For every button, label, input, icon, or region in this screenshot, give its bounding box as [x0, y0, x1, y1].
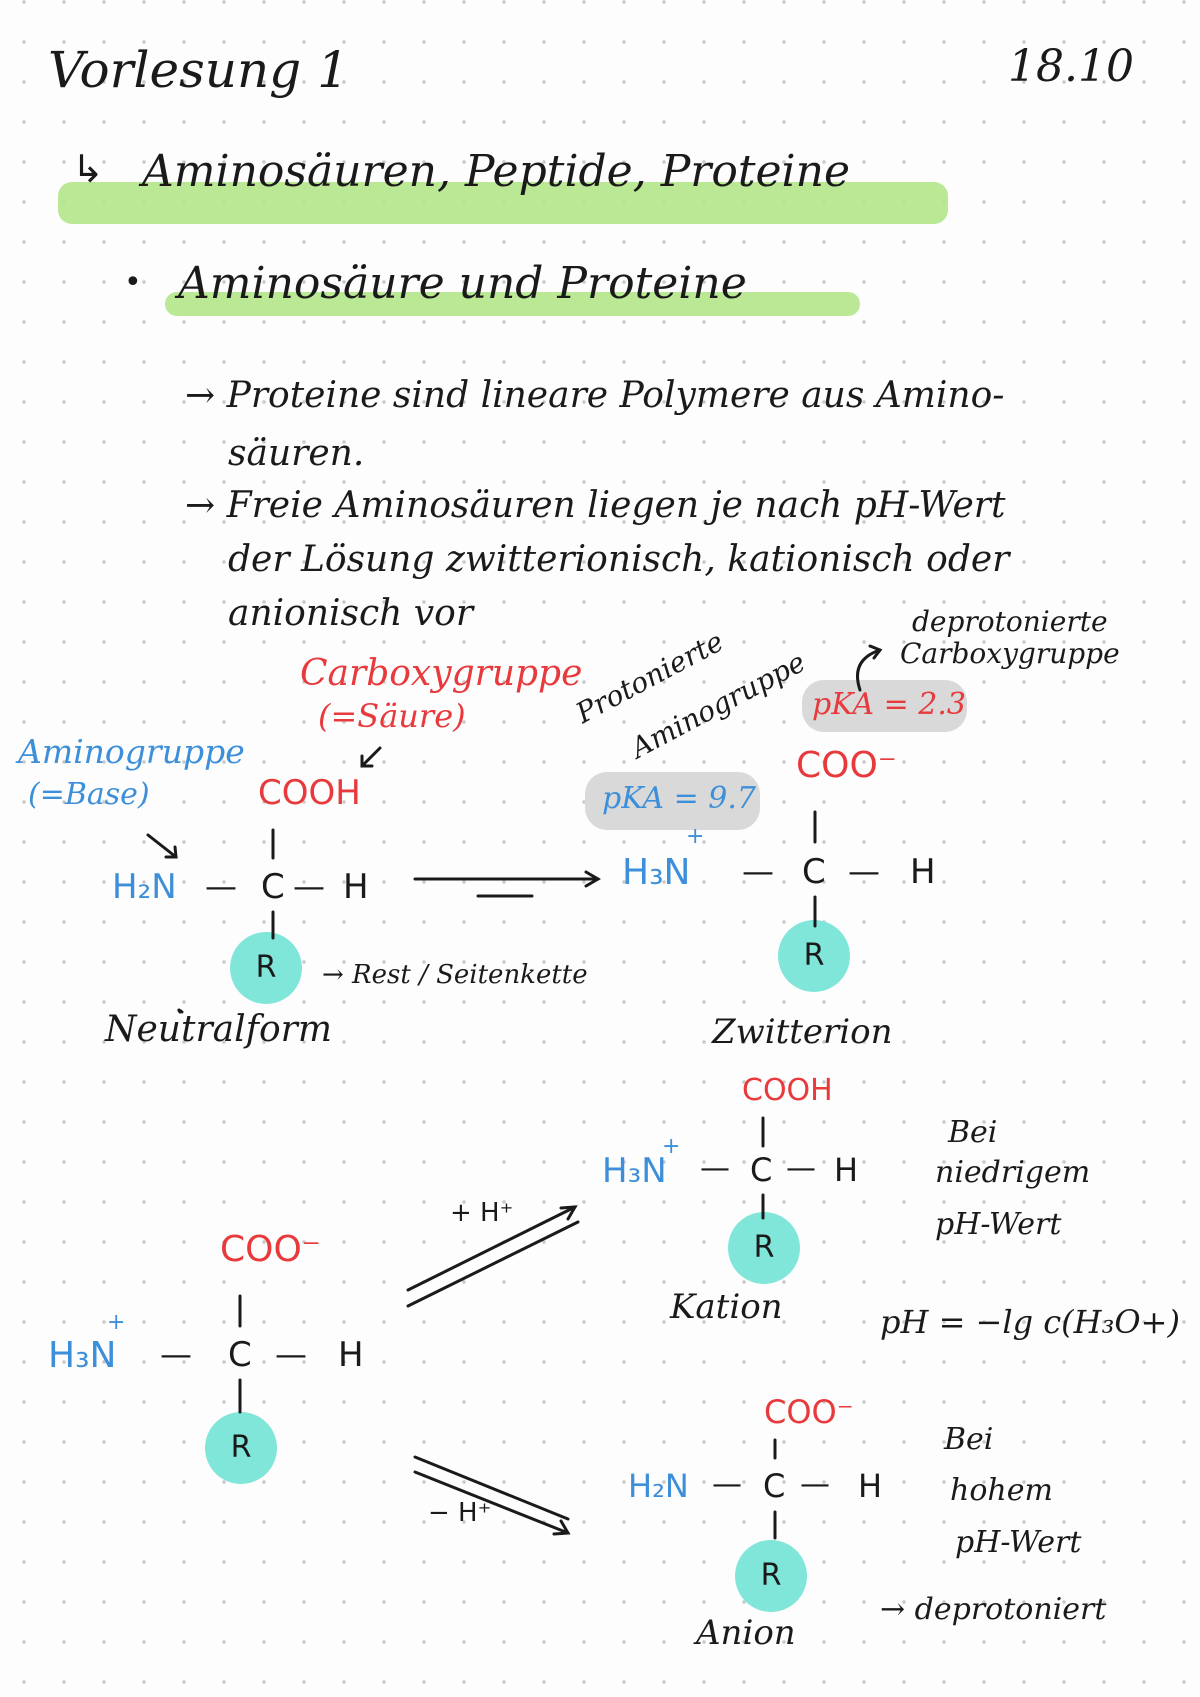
cation-cooh: COOH: [742, 1073, 833, 1108]
cation-hydrogen: H: [834, 1151, 859, 1189]
neutral-h2n: H₂N: [112, 867, 177, 907]
note-line-4: der Lösung zwitterionisch, kationisch od…: [228, 539, 1010, 580]
cation-h3n: H₃N: [602, 1151, 667, 1191]
anion-carbon: C: [763, 1467, 786, 1505]
base-plus: +: [107, 1310, 126, 1335]
cation-carbon: C: [750, 1151, 773, 1189]
base-coo: COO⁻: [220, 1229, 321, 1270]
add-proton-label: + H⁺: [450, 1198, 514, 1228]
zwitter-dash-2: —: [848, 852, 880, 890]
cation-r: R: [753, 1230, 775, 1265]
base-r: R: [230, 1430, 252, 1465]
zwitterion-name: Zwitterion: [712, 1012, 893, 1052]
zwitter-plus: +: [686, 824, 705, 849]
cation-dash-2: —: [786, 1151, 816, 1186]
note-line-3: → Freie Aminosäuren liegen je nach pH-We…: [185, 485, 1006, 526]
topic-highlight: [58, 182, 948, 224]
zwitter-coo: COO⁻: [796, 745, 897, 786]
deprotonated-carboxy-label-2: Carboxygruppe: [900, 637, 1120, 670]
r-circle-anion: [735, 1540, 807, 1612]
zwitter-r: R: [803, 938, 825, 973]
note-line-2: säuren.: [228, 433, 365, 474]
amino-group-sub: (=Base): [28, 777, 150, 812]
pka-amino-highlight: [585, 772, 760, 830]
cation-dash-1: —: [700, 1151, 730, 1186]
carboxy-group-label: Carboxygruppe: [300, 653, 583, 694]
zwitter-hydrogen: H: [910, 852, 936, 892]
topic-arrow-icon: ↳: [72, 147, 104, 191]
cation-name: Kation: [670, 1287, 783, 1327]
neutral-dash-2: —: [293, 867, 325, 905]
remove-proton-label: − H⁺: [428, 1498, 492, 1528]
r-circle-cation: [728, 1212, 800, 1284]
amino-group-label: Aminogruppe: [18, 732, 245, 771]
base-carbon: C: [228, 1335, 252, 1375]
r-circle-zwitter: [778, 920, 850, 992]
base-hydrogen: H: [338, 1335, 364, 1375]
neutral-rest-note: → Rest / Seitenkette: [322, 960, 588, 990]
neutral-carbon: C: [261, 867, 285, 907]
anion-note-1: Bei: [944, 1422, 994, 1457]
anion-dash-1: —: [712, 1467, 742, 1502]
cation-note-3: pH-Wert: [935, 1207, 1062, 1242]
anion-coo: COO⁻: [764, 1393, 854, 1431]
anion-deprotonated-note: → deprotoniert: [880, 1592, 1107, 1627]
note-line-5: anionisch vor: [228, 593, 474, 634]
anion-note-3: pH-Wert: [955, 1525, 1082, 1560]
section-bullet: •: [124, 265, 142, 300]
lecture-title: Vorlesung 1: [48, 41, 349, 99]
pka-carboxy: pKA = 2.3: [812, 687, 966, 722]
cation-plus: +: [662, 1134, 681, 1159]
anion-dash-2: —: [800, 1467, 830, 1502]
base-h3n: H₃N: [48, 1335, 117, 1376]
topic-title: Aminosäuren, Peptide, Proteine: [142, 146, 850, 197]
anion-note-2: hohem: [950, 1473, 1053, 1508]
zwitter-dash-1: —: [742, 852, 774, 890]
base-dash-1: —: [160, 1335, 192, 1373]
pka-carboxy-highlight: [802, 680, 967, 732]
zwitter-carbon: C: [802, 852, 826, 892]
zwitter-h3n: H₃N: [622, 852, 691, 893]
neutral-r: R: [255, 950, 277, 985]
base-dash-2: —: [275, 1335, 307, 1373]
cation-note-1: Bei: [948, 1115, 998, 1150]
neutral-form-name: Neutralform: [105, 1009, 332, 1050]
neutral-hydrogen: H: [343, 867, 369, 907]
lecture-date: 18.10: [1008, 41, 1134, 92]
section-highlight: [165, 292, 860, 316]
anion-r: R: [760, 1558, 782, 1593]
r-circle-base: [205, 1412, 277, 1484]
anion-hydrogen: H: [858, 1467, 883, 1505]
cation-note-2: niedrigem: [935, 1155, 1091, 1190]
r-circle-neutral: [230, 932, 302, 1004]
neutral-cooh: COOH: [258, 773, 361, 813]
deprotonated-carboxy-label-1: deprotonierte: [912, 605, 1108, 638]
pka-amino: pKA = 9.7: [602, 781, 756, 816]
anion-h2n: H₂N: [628, 1467, 689, 1505]
anion-name: Anion: [696, 1613, 796, 1653]
note-line-1: → Proteine sind lineare Polymere aus Ami…: [185, 375, 1005, 416]
carboxy-group-sub: (=Säure): [318, 697, 466, 735]
ph-formula: pH = −lg c(H₃O+): [880, 1303, 1180, 1341]
section-title: Aminosäure und Proteine: [178, 258, 747, 309]
neutral-dash-1: —: [205, 867, 237, 905]
